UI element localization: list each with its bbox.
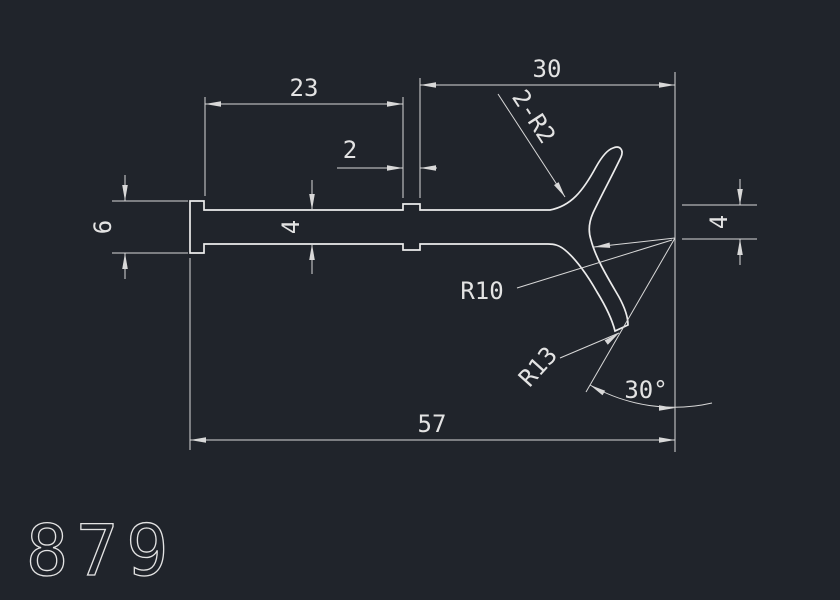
dim-text-2: 2 [343, 136, 357, 164]
leader-line [497, 93, 566, 198]
angle-line [585, 237, 676, 393]
dim-text-57: 57 [418, 410, 447, 438]
leader-line [559, 332, 620, 359]
arrowhead-icon [594, 242, 611, 248]
arrowhead-icon [554, 182, 565, 197]
leader-2-r2: 2-R2 [497, 85, 566, 198]
arrowhead-icon [309, 194, 315, 210]
arrowhead-icon [737, 189, 743, 205]
arrowhead-icon [387, 165, 403, 171]
dimension-2: 2 [337, 136, 437, 171]
dim-text-r10: R10 [460, 277, 503, 305]
dimension-30: 30 [419, 55, 676, 452]
dim-text-30: 30 [533, 55, 562, 83]
arrowhead-icon [309, 244, 315, 260]
profile-outline [189, 146, 629, 333]
dim-text-4-right: 4 [705, 215, 733, 229]
arrowhead-icon [604, 333, 619, 345]
dim-text-4: 4 [277, 220, 305, 234]
profile-shape [189, 146, 629, 333]
dimension-4-right: 4 [682, 179, 757, 265]
dimension-angle-30: 30° [585, 237, 713, 411]
arrowhead-icon [190, 437, 206, 443]
arrowhead-icon [737, 239, 743, 255]
arrowhead-icon [420, 165, 436, 171]
dimension-6: 6 [89, 175, 188, 279]
dim-text-2r2: 2-R2 [506, 85, 561, 149]
arrowhead-icon [590, 385, 606, 396]
dim-text-30deg: 30° [624, 376, 667, 404]
dimension-23: 23 [204, 74, 404, 198]
dimension-4-middle: 4 [277, 180, 315, 274]
arrowhead-icon [387, 101, 403, 107]
arrowhead-icon [205, 101, 221, 107]
dim-text-23: 23 [290, 74, 319, 102]
part-number: 879 [26, 510, 176, 592]
dimension-57: 57 [189, 258, 675, 450]
leader-r10: R10 [460, 237, 676, 305]
arrowhead-icon [122, 185, 128, 201]
arrowhead-icon [659, 82, 675, 88]
arrowhead-icon [122, 253, 128, 269]
dim-text-6: 6 [89, 220, 117, 234]
arrowhead-icon [659, 437, 675, 443]
dim-text-r13: R13 [513, 341, 563, 392]
arrowhead-icon [659, 405, 675, 411]
arrowhead-icon [420, 82, 436, 88]
leader-line [516, 239, 673, 289]
